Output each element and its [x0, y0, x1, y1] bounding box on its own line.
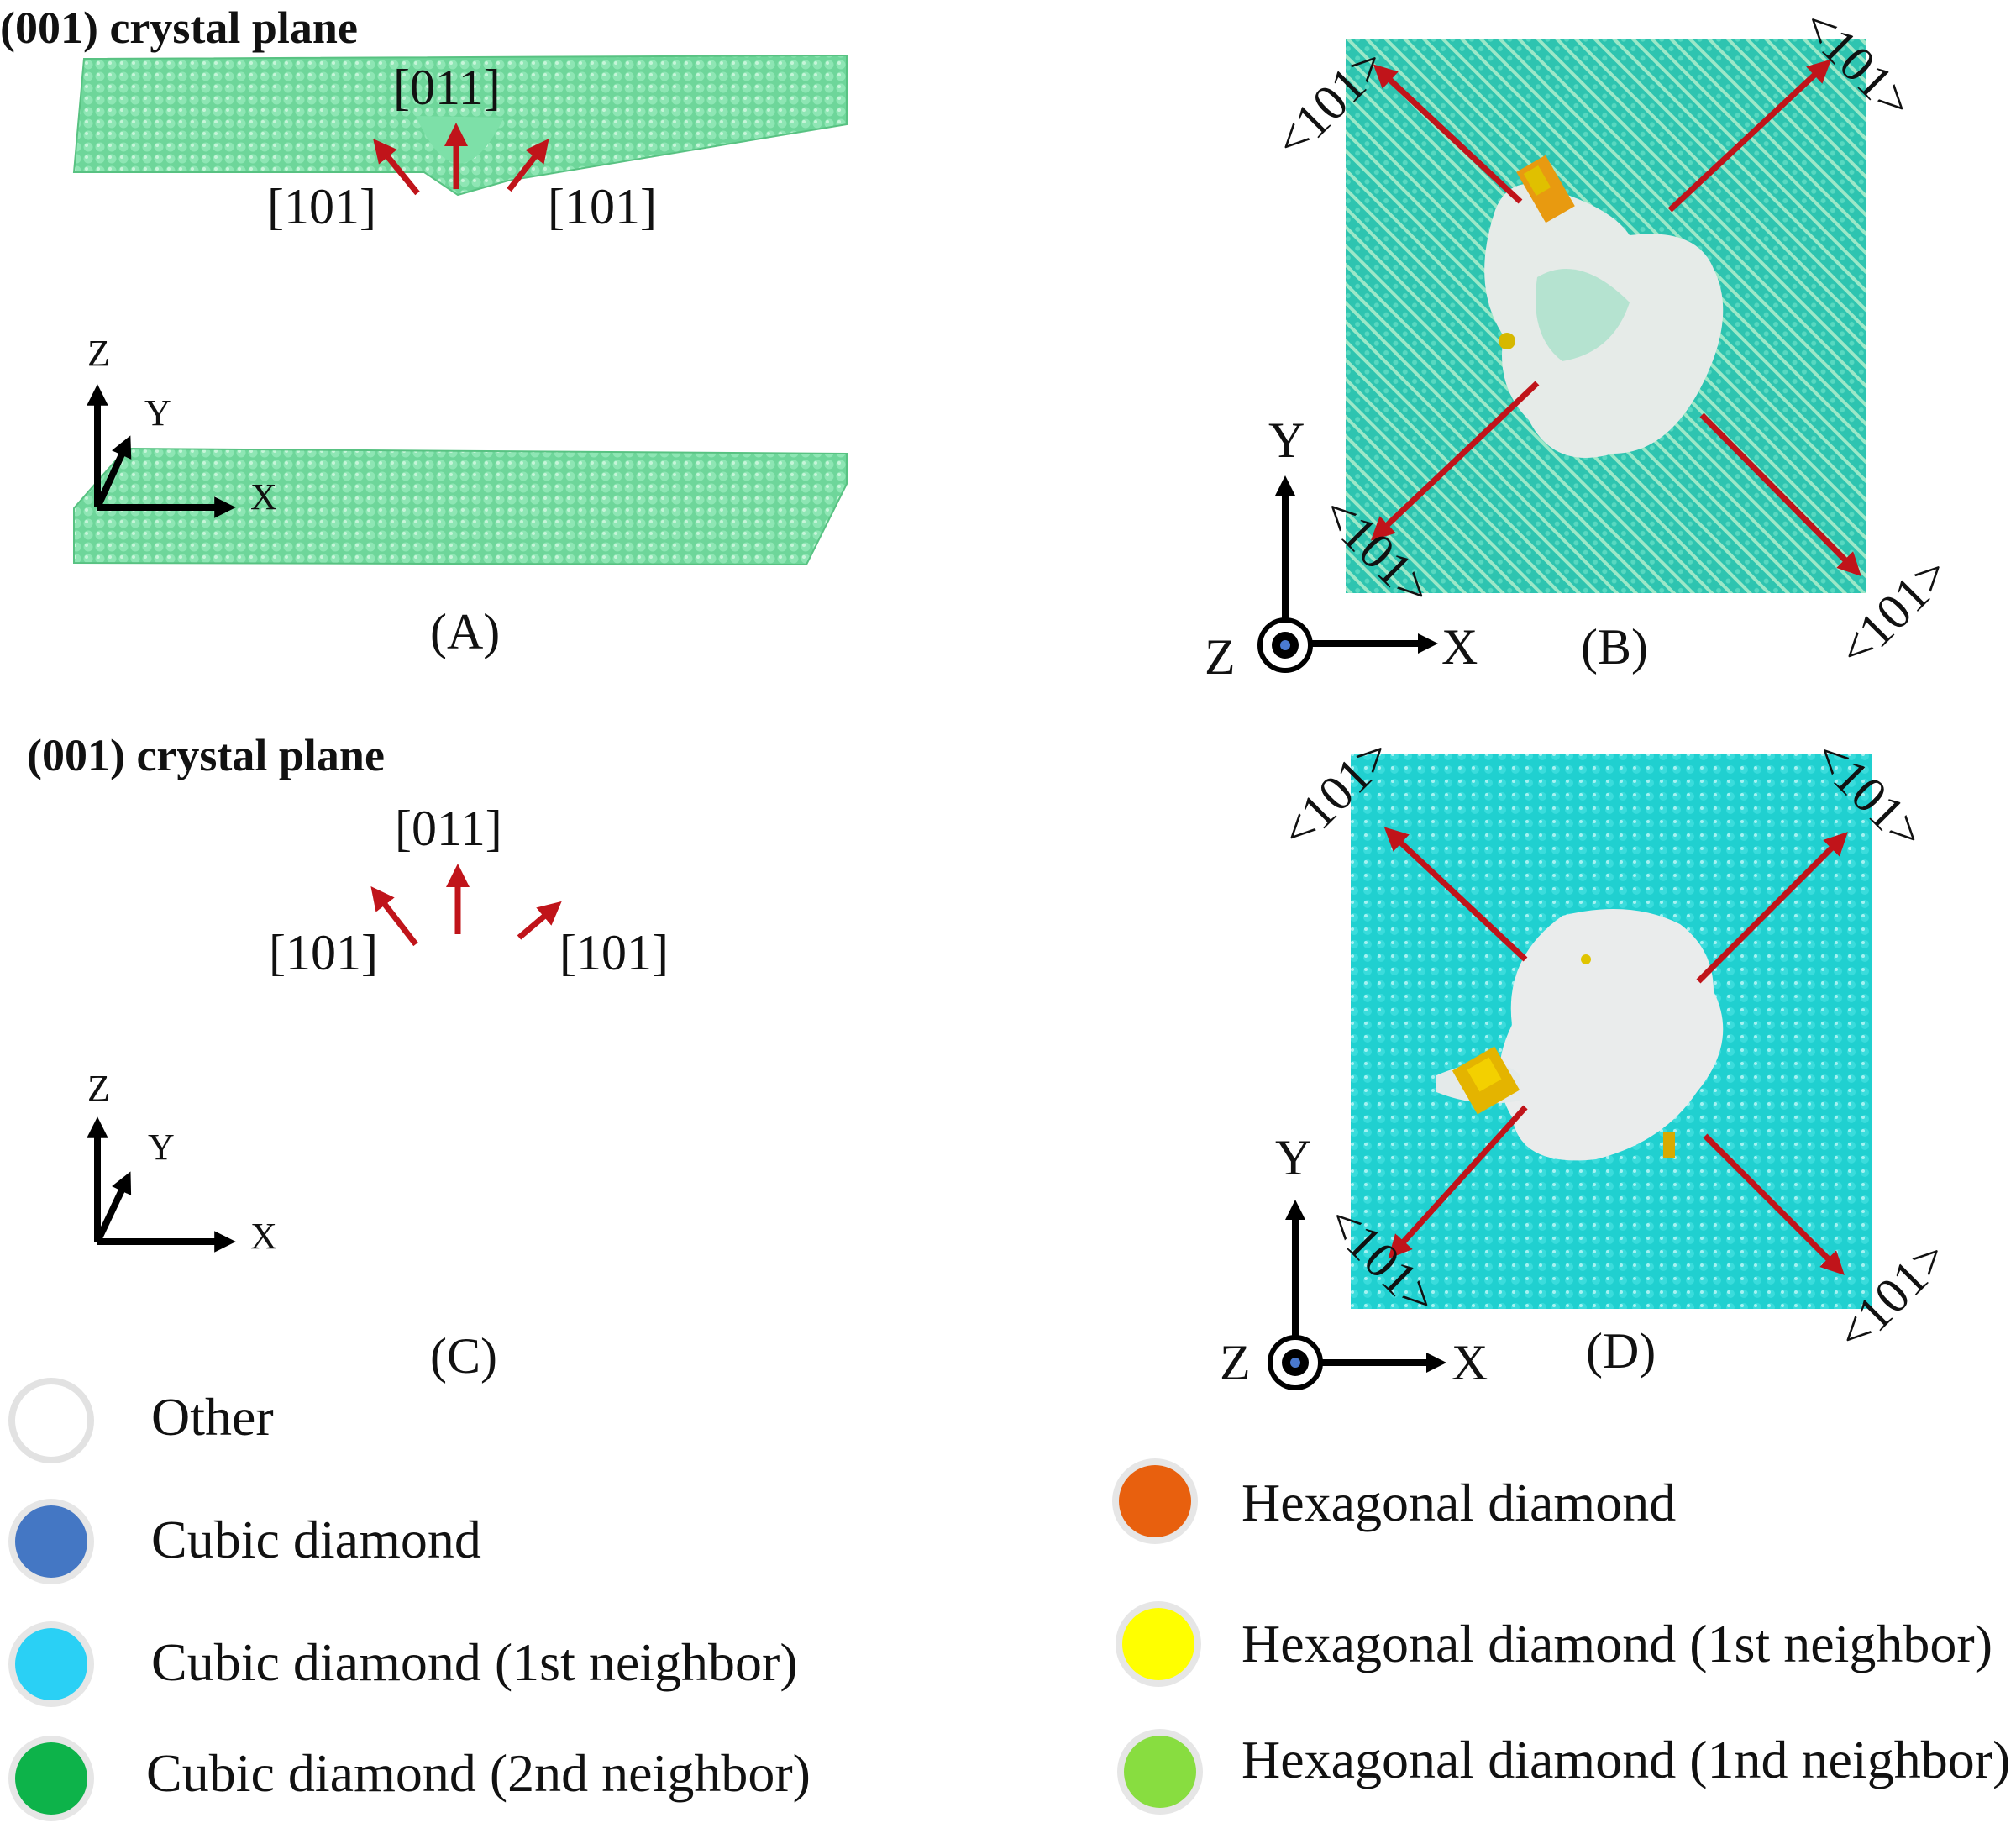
dir-101-left-label-c: [101] — [269, 925, 378, 980]
panel-d-figure — [1268, 754, 1872, 1390]
legend-swatch-other — [15, 1384, 87, 1457]
arrow-tl-d — [1383, 827, 1528, 962]
legend-label-cubic-diamond: Cubic diamond — [151, 1510, 481, 1569]
legend-swatch-cubic-diamond-2nd — [15, 1742, 87, 1815]
axis-y-c — [94, 1171, 132, 1243]
panel-b-figure — [1257, 39, 1866, 673]
legend-swatch-hex-diamond — [1119, 1465, 1191, 1537]
dir-011-label-c: [011] — [395, 801, 502, 856]
axis-x-label-d: X — [1452, 1335, 1488, 1390]
hex-dot-d — [1581, 954, 1591, 964]
legend-swatch-hex-diamond-1nd — [1124, 1736, 1196, 1808]
legend-swatch-cubic-diamond-1st — [15, 1628, 87, 1700]
arrow-bl-b — [1370, 381, 1540, 541]
arrow-br-b — [1699, 412, 1861, 576]
dir-101-right-label-a: [101] — [548, 179, 657, 234]
arrow-101-right-c — [517, 901, 562, 940]
damage-region-d — [1499, 909, 1724, 1161]
axis-y-label-a: Y — [144, 392, 171, 433]
panel-c-overlay — [87, 864, 562, 1253]
legend-label-cubic-diamond-1st: Cubic diamond (1st neighbor) — [151, 1632, 798, 1692]
arrow-tr-d — [1696, 832, 1848, 984]
panel-c-label: (C) — [430, 1328, 497, 1384]
hex-cluster-b2 — [1523, 165, 1551, 196]
arrow-101-left-c — [370, 885, 418, 947]
legend-label-hex-diamond: Hexagonal diamond — [1242, 1473, 1677, 1532]
axis-z-label-a: Z — [87, 333, 110, 374]
arrow-bl-d — [1388, 1105, 1528, 1259]
legend-swatch-cubic-diamond — [15, 1505, 87, 1578]
panel-d-label: (D) — [1586, 1323, 1656, 1379]
arrow-tl-b — [1373, 64, 1523, 204]
axis-z-label-d: Z — [1220, 1335, 1251, 1390]
dir-011-label-a: [011] — [393, 60, 501, 115]
axis-y-a — [94, 435, 132, 509]
panel-a-heading: (001) crystal plane — [0, 3, 358, 53]
axis-y-label-c: Y — [148, 1127, 175, 1168]
legend-label-other: Other — [151, 1387, 274, 1447]
panel-a-figure — [72, 54, 848, 566]
legend-label-cubic-diamond-2nd: Cubic diamond (2nd neighbor) — [146, 1743, 811, 1803]
axis-z-label-c: Z — [87, 1068, 110, 1109]
panel-b-label: (B) — [1581, 619, 1648, 675]
axis-x-label-a: X — [250, 476, 277, 517]
arrow-101-left-a — [373, 139, 420, 196]
arrow-br-d — [1703, 1133, 1845, 1275]
hex-dot-b — [1499, 333, 1515, 349]
arrow-tr-b — [1667, 59, 1832, 213]
axis-x-label-b: X — [1441, 619, 1478, 675]
dir-101-left-label-a: [101] — [267, 179, 376, 234]
hex-cluster-d2 — [1467, 1057, 1502, 1092]
axis-y-label-d: Y — [1275, 1130, 1312, 1185]
slab-bottom-a — [73, 447, 848, 566]
legend-swatch-hex-diamond-1st — [1122, 1608, 1194, 1680]
hex-cluster-d3 — [1663, 1132, 1675, 1158]
axis-y-label-b: Y — [1268, 412, 1305, 468]
panel-c-heading: (001) crystal plane — [27, 730, 385, 780]
dir-101-right-label-c: [101] — [559, 925, 669, 980]
axis-z-label-b: Z — [1205, 629, 1236, 685]
axis-x-label-c: X — [250, 1216, 277, 1257]
panel-a-label: (A) — [430, 604, 501, 659]
arrow-101-right-a — [507, 138, 549, 192]
legend-label-hex-diamond-1nd: Hexagonal diamond (1nd neighbor) — [1242, 1730, 2011, 1789]
legend-label-hex-diamond-1st: Hexagonal diamond (1st neighbor) — [1242, 1614, 1992, 1673]
